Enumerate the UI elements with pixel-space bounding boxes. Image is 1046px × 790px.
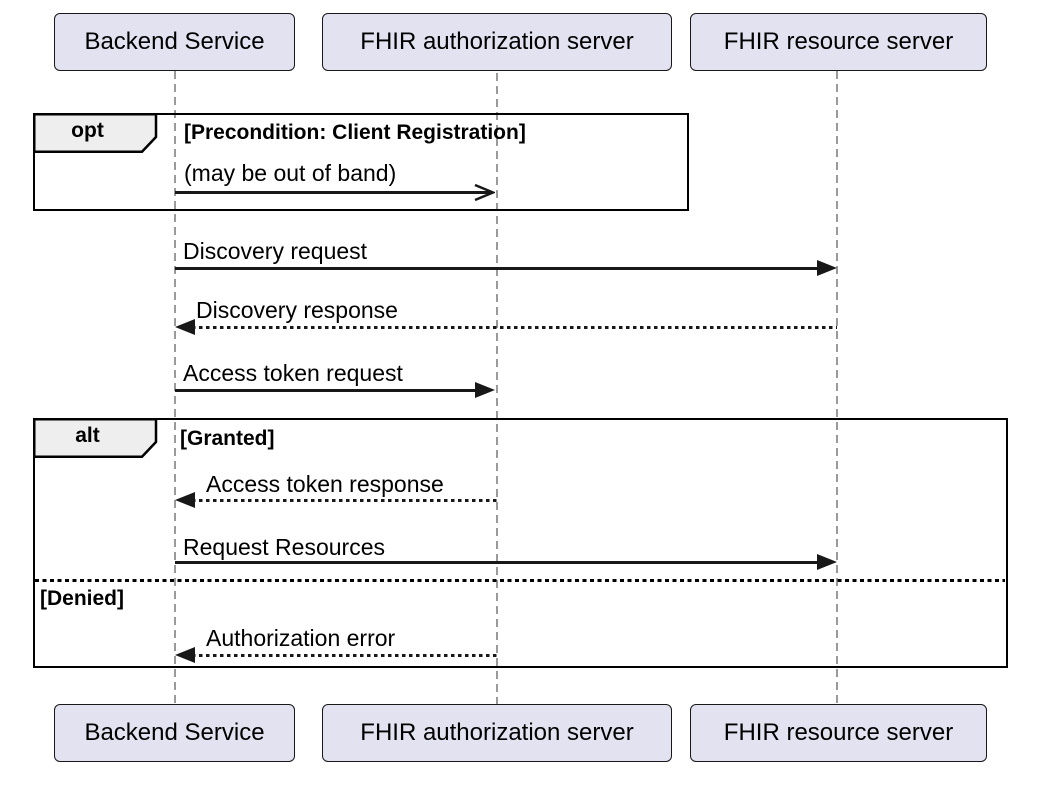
alt-guard-granted-label: [Granted] (180, 427, 275, 450)
alt-divider (35, 579, 1005, 582)
alt-operator-label: alt (75, 424, 100, 447)
arrowhead-icon (475, 382, 495, 398)
message-label: Discovery request (183, 238, 368, 264)
arrowhead-icon (175, 492, 195, 508)
message-label: Access token response (206, 471, 444, 497)
alt-header-pentagon (32, 417, 157, 458)
participant-label: FHIR resource server (723, 719, 954, 746)
fragment-alt: alt (32, 417, 1008, 668)
participant-top-fhir-resource-server: FHIR resource server (690, 13, 987, 71)
message-line (175, 267, 820, 270)
participant-bottom-fhir-resource-server: FHIR resource server (690, 704, 987, 762)
message-line (192, 654, 497, 657)
lifeline-fhir-authorization-server (496, 73, 498, 705)
message-label: (may be out of band) (184, 160, 397, 186)
participant-label: Backend Service (84, 28, 265, 55)
opt-header-pentagon (32, 112, 157, 153)
arrowhead-icon (817, 260, 837, 276)
message-line (192, 499, 497, 502)
participant-label: FHIR resource server (723, 28, 954, 55)
arrowhead-icon (175, 319, 195, 335)
message-line (175, 389, 477, 392)
participant-bottom-fhir-authorization-server: FHIR authorization server (322, 704, 672, 762)
participant-label: Backend Service (84, 719, 265, 746)
participant-bottom-backend-service: Backend Service (54, 704, 295, 762)
open-arrowhead-icon (474, 183, 495, 202)
message-label: Authorization error (206, 625, 396, 651)
message-label: Discovery response (196, 297, 398, 323)
message-line (175, 561, 820, 564)
lifeline-backend-service (174, 71, 176, 705)
alt-guard-denied-label: [Denied] (40, 587, 124, 610)
participant-top-fhir-authorization-server: FHIR authorization server (322, 13, 672, 71)
message-label: Access token request (183, 360, 403, 386)
lifeline-fhir-resource-server (836, 71, 838, 705)
opt-operator-label: opt (71, 119, 104, 142)
opt-guard-label: [Precondition: Client Registration] (184, 121, 526, 144)
participant-label: FHIR authorization server (360, 28, 634, 55)
arrowhead-icon (817, 554, 837, 570)
fragment-opt: opt (32, 112, 689, 211)
message-line (175, 191, 492, 194)
message-line (192, 326, 837, 329)
arrowhead-icon (175, 647, 195, 663)
participant-top-backend-service: Backend Service (54, 13, 295, 71)
message-label: Request Resources (183, 534, 385, 560)
participant-label: FHIR authorization server (360, 719, 634, 746)
